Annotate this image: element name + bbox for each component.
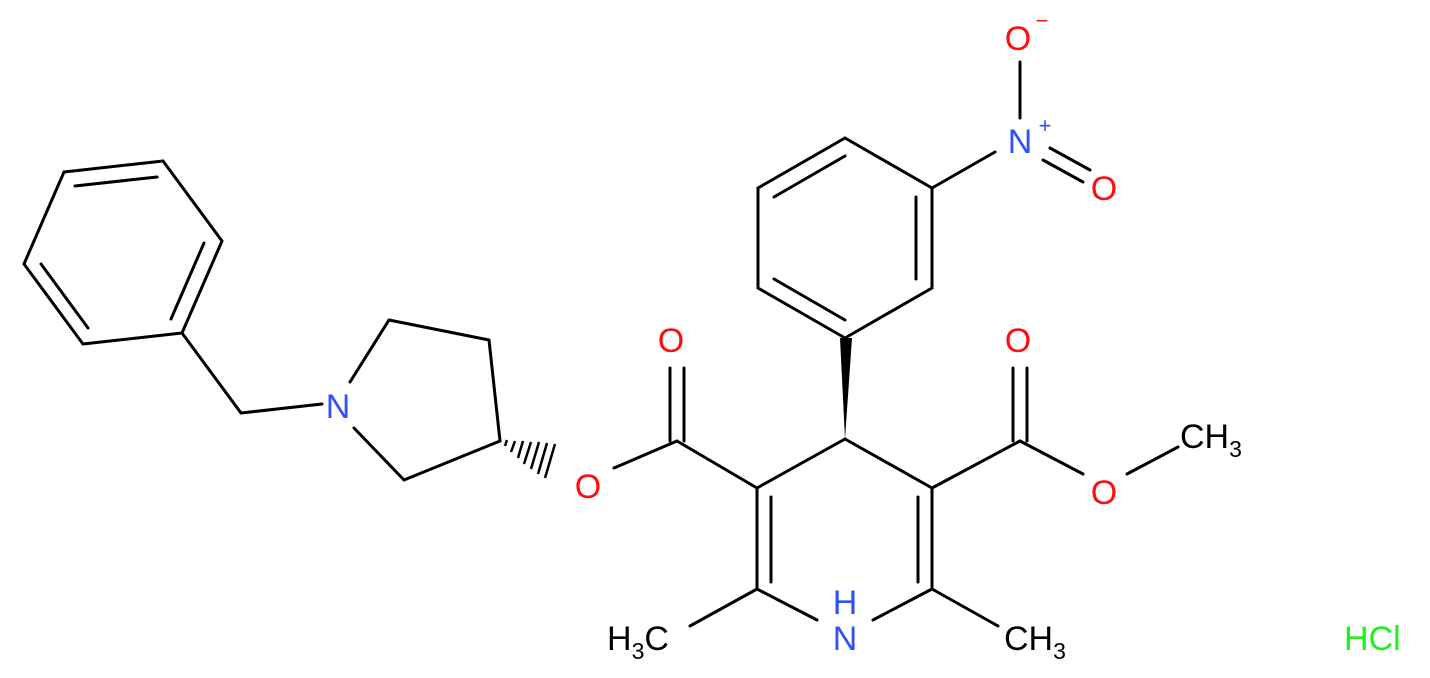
bond	[387, 318, 491, 342]
dihydropyridine-ring	[755, 437, 934, 622]
nitro-double-bond	[1048, 146, 1092, 172]
nitrophenyl-ring	[756, 136, 934, 340]
bond	[352, 426, 406, 482]
atom-o-carbonyl-right: O	[1005, 322, 1031, 360]
atom-o-nitro-minus: O	[1005, 20, 1031, 58]
atom-nh-h: H	[833, 584, 858, 622]
ester-o-carbonyl-bond	[612, 439, 679, 470]
atom-o-carbonyl-left: O	[658, 322, 684, 360]
bond	[843, 437, 934, 490]
ester-o-methyl-bond	[1125, 445, 1180, 476]
benzene-ring	[22, 159, 224, 346]
bond	[772, 154, 847, 199]
atom-nh-n: N	[833, 620, 858, 658]
methyl-right-label: CH3	[1004, 620, 1066, 664]
bond	[348, 318, 391, 384]
hashed-wedge-bond	[503, 439, 557, 479]
bond	[22, 170, 66, 266]
methyl-ester-label: CH3	[1180, 418, 1242, 462]
pyrrolidine-ring	[348, 318, 502, 482]
bond	[73, 175, 159, 188]
bond	[81, 331, 184, 346]
bond	[487, 338, 502, 443]
bond	[843, 136, 934, 190]
atom-n-nitro: N	[1008, 123, 1033, 161]
atom-o-nitro-double: O	[1091, 170, 1117, 208]
atom-n-pyrrolidine: N	[326, 388, 351, 426]
ester-o-carbonyl-bond	[1018, 439, 1085, 476]
bond	[402, 439, 502, 482]
solid-wedge-bond	[840, 338, 852, 439]
bond	[161, 159, 224, 243]
methyl-left-label: H3C	[607, 620, 669, 664]
bond	[772, 277, 847, 322]
nitro-double-bond	[1041, 158, 1085, 184]
bond	[755, 437, 847, 490]
bond	[180, 239, 224, 335]
hcl-salt-label: HCl	[1344, 620, 1401, 658]
bond	[22, 262, 85, 346]
bond	[843, 286, 934, 340]
bond	[756, 286, 847, 340]
bond	[39, 262, 90, 330]
atom-o-ester-right: O	[1091, 474, 1117, 512]
charge-minus: −	[1036, 8, 1049, 33]
benzyl-ch2-bond	[180, 331, 243, 415]
charge-plus: +	[1039, 113, 1052, 138]
benzyl-n-bond	[239, 402, 324, 415]
bond	[871, 587, 934, 622]
methyl-left-bond	[688, 587, 759, 628]
carbonyl-ring-bond	[675, 439, 759, 490]
bond	[756, 136, 847, 190]
bond	[169, 241, 206, 321]
methyl-right-bond	[930, 587, 1000, 628]
atom-o-ester-left: O	[575, 468, 601, 506]
nitro-n-bond	[930, 150, 997, 190]
carbonyl-ring-bond	[930, 439, 1022, 490]
bond	[62, 159, 165, 174]
bond	[755, 587, 819, 622]
